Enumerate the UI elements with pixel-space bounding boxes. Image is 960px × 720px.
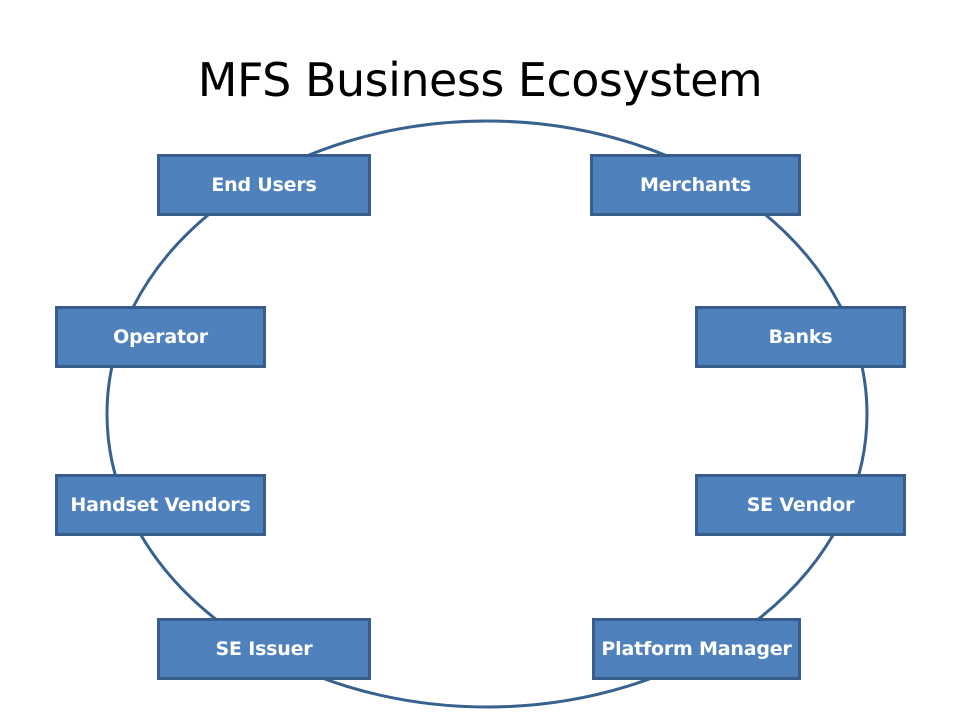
node-label: SE Vendor (746, 494, 855, 516)
node-banks[interactable]: Banks (695, 306, 906, 368)
node-operator[interactable]: Operator (55, 306, 266, 368)
node-label: Merchants (640, 174, 751, 196)
node-handset-vendors[interactable]: Handset Vendors (55, 474, 266, 536)
node-merchants[interactable]: Merchants (590, 154, 801, 216)
page-title: MFS Business Ecosystem (197, 53, 763, 107)
node-label: SE Issuer (215, 638, 313, 660)
node-label: End Users (211, 174, 317, 196)
node-platform-manager[interactable]: Platform Manager (592, 618, 801, 680)
node-se-vendor[interactable]: SE Vendor (695, 474, 906, 536)
node-label: Platform Manager (601, 638, 792, 660)
node-end-users[interactable]: End Users (157, 154, 371, 216)
node-label: Banks (768, 326, 833, 348)
node-label: Handset Vendors (70, 494, 251, 516)
node-label: Operator (113, 326, 208, 348)
node-se-issuer[interactable]: SE Issuer (157, 618, 371, 680)
